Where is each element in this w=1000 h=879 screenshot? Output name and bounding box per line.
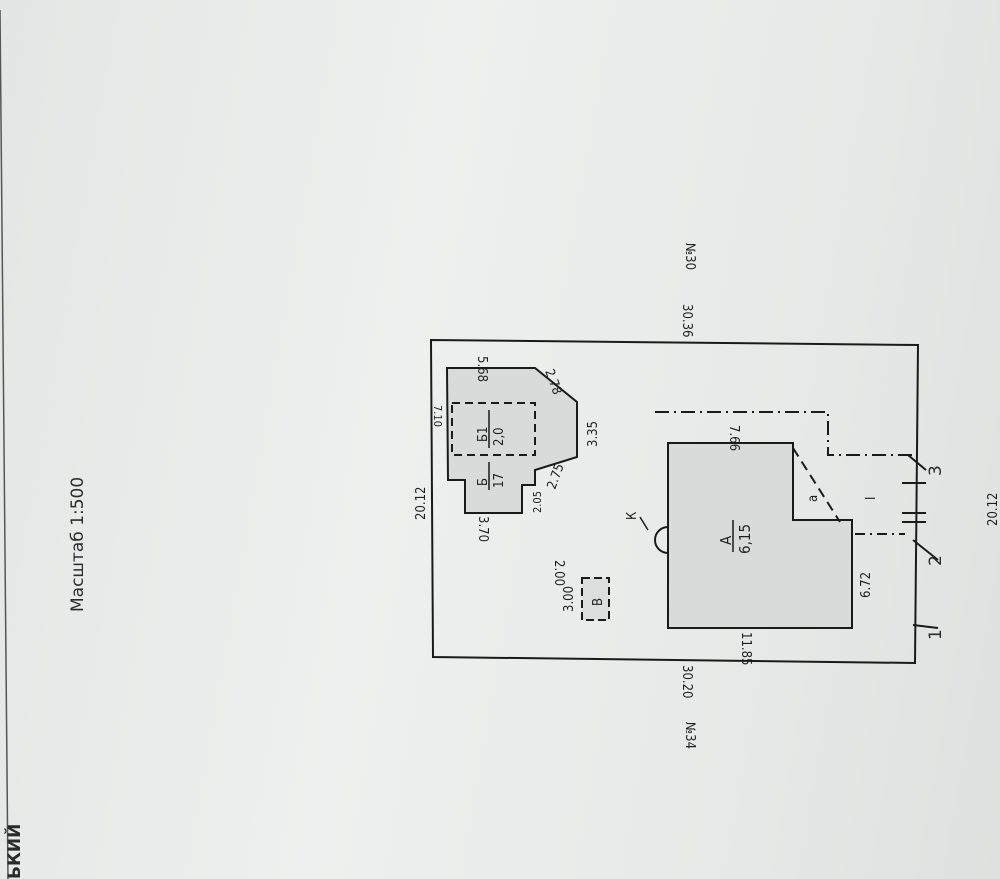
shed-v-label: В <box>591 598 606 606</box>
plot-right-width: 20.12 <box>986 493 1000 526</box>
gate-marks <box>902 454 939 629</box>
dim-b-left: 7.10 <box>431 405 444 427</box>
building-a-value: 6,15 <box>736 524 754 554</box>
building-b1-outline <box>451 402 536 456</box>
plot-top-length: 30.36 <box>679 304 694 337</box>
plot-bottom-length: 30.20 <box>679 665 694 698</box>
shed-v-width: 2.00 <box>551 560 566 586</box>
dim-b-step: 2.05 <box>531 491 544 513</box>
dim-b-bottom: 3.70 <box>475 516 490 542</box>
shed-v: В 2.00 3.00 <box>551 560 610 621</box>
dim-a-bottom: 11.85 <box>738 632 753 665</box>
plot-boundary <box>429 338 920 665</box>
page-edge-line <box>0 9 9 879</box>
dim-b-top: 5.68 <box>474 356 489 382</box>
fence-marker-1: 1 <box>926 629 946 640</box>
porch-a-outline <box>792 447 841 523</box>
dim-a-right: 6.72 <box>859 572 874 598</box>
fence-marker-3: 3 <box>926 465 946 476</box>
shed-v-length: 3.00 <box>562 586 577 612</box>
porch-a-label: а <box>806 495 821 502</box>
fence-marker-2: 2 <box>926 555 946 566</box>
boundary-dashdot-line <box>655 411 915 456</box>
scale-label: Масштаб 1:500 <box>68 477 88 612</box>
building-b: Б 17 Б1 2,0 5.68 2.78 3.35 2.75 2.05 3.7… <box>431 356 601 542</box>
dim-a-top: 7.66 <box>726 425 741 451</box>
building-b1-label: Б1 <box>476 427 491 442</box>
building-a-label: А <box>717 535 735 545</box>
plot-left-width: 20.12 <box>414 487 429 520</box>
building-a: а А 6,15 7.66 6.72 11.85 К <box>625 425 874 665</box>
building-b-label: Б <box>476 478 491 486</box>
neighbor-top: №30 <box>682 243 697 270</box>
entrance-label: К <box>625 511 640 520</box>
building-b1-value: 2,0 <box>492 427 507 446</box>
neighbor-bottom: №34 <box>682 722 697 749</box>
section-label: I <box>864 497 879 500</box>
building-b-value: 17 <box>492 473 507 488</box>
dim-b-right: 3.35 <box>586 421 601 447</box>
entrance-arc <box>654 526 669 554</box>
cut-title: ЬКИЙ <box>3 824 25 879</box>
